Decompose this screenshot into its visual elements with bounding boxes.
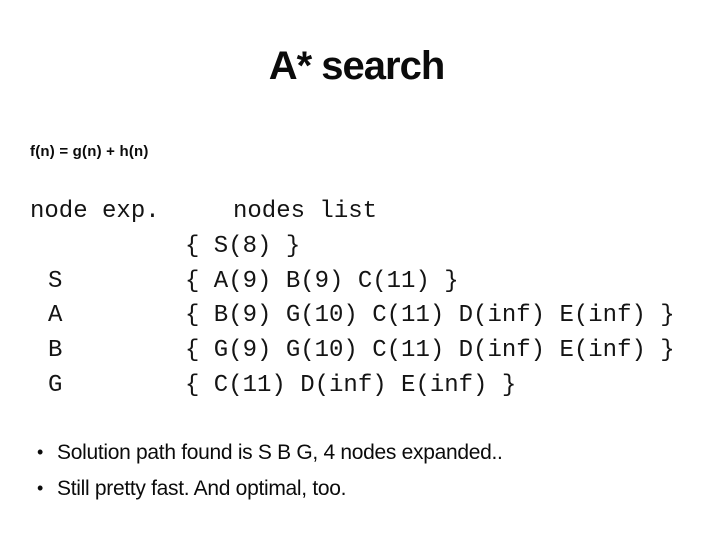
expanded-node: S: [48, 267, 63, 295]
nodes-list-value: { B(9) G(10) C(11) D(inf) E(inf) }: [185, 302, 675, 330]
trace-row: S { A(9) B(9) C(11) }: [30, 265, 675, 300]
bullet-text: Solution path found is S B G, 4 nodes ex…: [57, 441, 503, 464]
trace-row: G { C(11) D(inf) E(inf) }: [30, 369, 675, 404]
bullet-icon: •: [37, 442, 44, 462]
column-header-nodes-list: nodes list: [233, 198, 378, 225]
nodes-list-value: { G(9) G(10) C(11) D(inf) E(inf) }: [185, 337, 675, 364]
expanded-node: G: [48, 371, 63, 399]
nodes-list-value: { S(8) }: [185, 232, 301, 260]
trace-header-row: node exp. nodes list: [30, 195, 675, 230]
column-header-node-exp: node exp.: [30, 198, 160, 225]
bullet-icon: •: [37, 478, 44, 498]
trace-table: node exp. nodes list { S(8) } S { A(9) B…: [30, 195, 675, 404]
trace-row: A { B(9) G(10) C(11) D(inf) E(inf) }: [30, 299, 675, 334]
expanded-node: [30, 230, 185, 265]
expanded-node: A: [48, 302, 63, 330]
bullet-list: • Solution path found is S B G, 4 nodes …: [30, 440, 503, 512]
expanded-node: B: [48, 337, 63, 364]
trace-row: { S(8) }: [30, 230, 675, 265]
nodes-list-value: { A(9) B(9) C(11) }: [185, 267, 459, 295]
nodes-list-value: { C(11) D(inf) E(inf) }: [185, 371, 517, 399]
formula-text: f(n) = g(n) + h(n): [30, 143, 149, 160]
slide-title: A* search: [268, 44, 446, 88]
list-item: • Still pretty fast. And optimal, too.: [30, 476, 503, 501]
trace-row: B { G(9) G(10) C(11) D(inf) E(inf) }: [30, 334, 675, 369]
list-item: • Solution path found is S B G, 4 nodes …: [30, 440, 503, 465]
bullet-text: Still pretty fast. And optimal, too.: [57, 477, 347, 500]
